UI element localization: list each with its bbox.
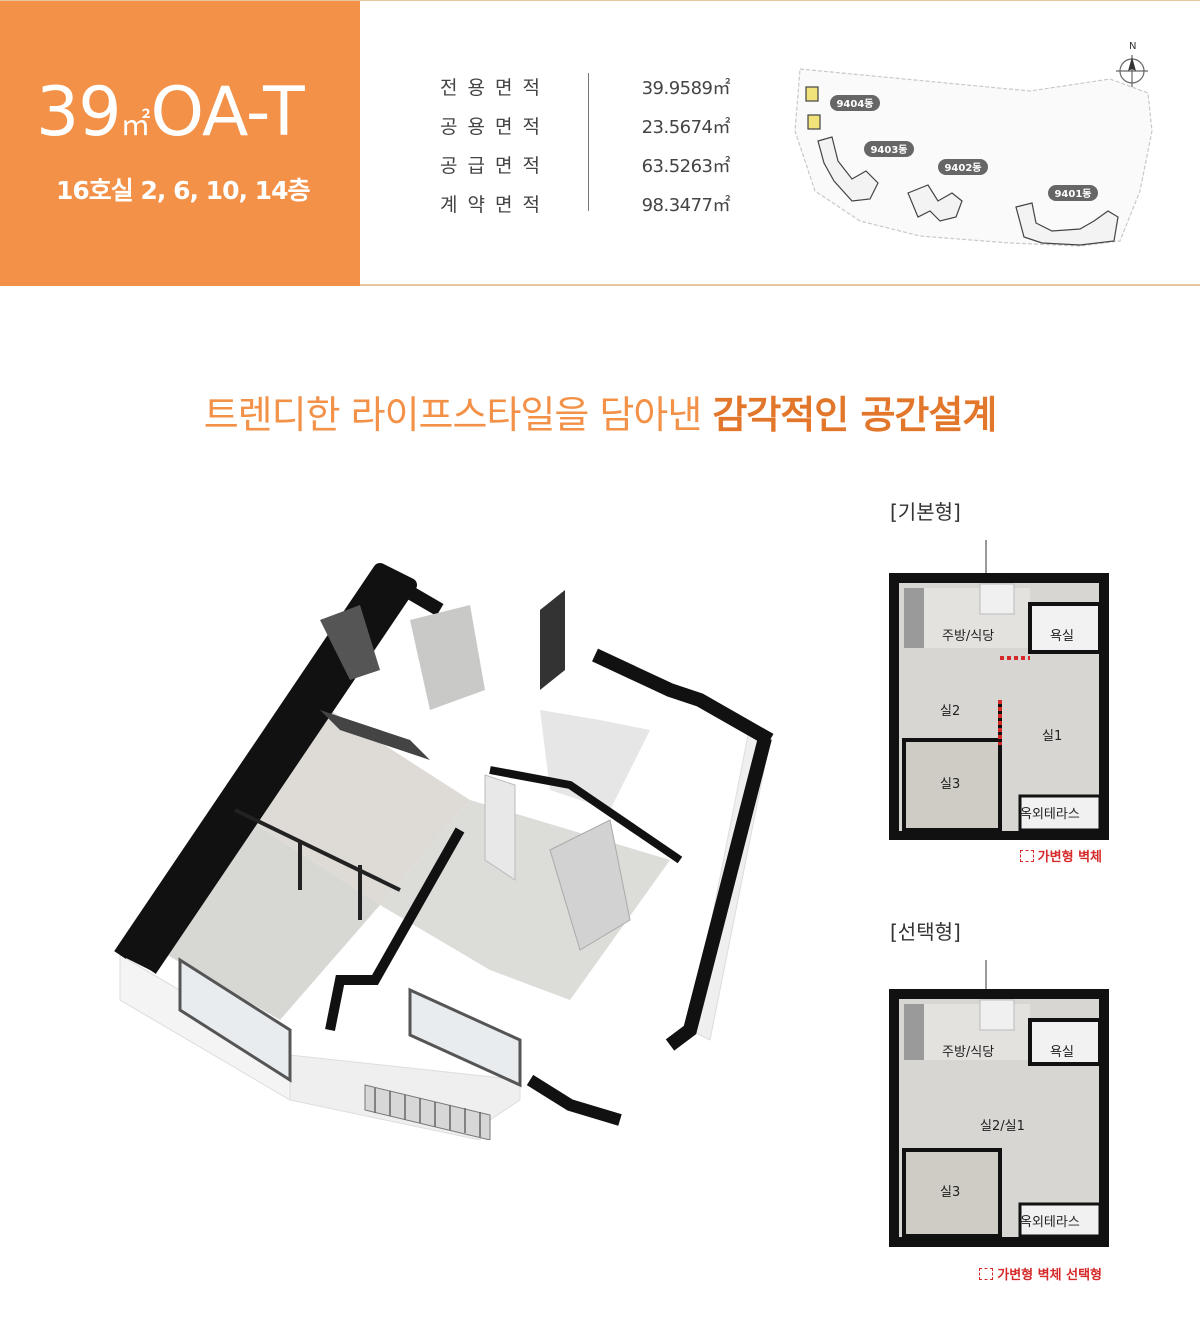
variable-wall-legend: 가변형 벽체 선택형 [979, 1264, 1102, 1283]
isometric-floor-render [114, 563, 774, 1140]
building-highlight [807, 114, 821, 130]
bath-floor [540, 710, 650, 810]
room-label-room21: 실2/실1 [980, 1119, 1025, 1134]
building-label: 9402동 [944, 162, 981, 174]
building-label: 9403동 [870, 144, 907, 156]
room3-floor [150, 820, 380, 1020]
legend-label: 가변형 벽체 [1037, 850, 1102, 865]
north-compass-icon: N [1116, 41, 1148, 87]
unit-type-box: 39㎡OA-T 16호실 2, 6, 10, 14층 [0, 1, 360, 286]
plan-option: [선택형] 주방/식당 욕실 실2/실1 실3 옥외테라스 가변형 벽체 선택형 [880, 910, 1120, 1290]
north-label: N [1129, 41, 1136, 52]
headline: 트렌디한 라이프스타일을 담아낸 감각적인 공간설계 [0, 384, 1200, 439]
plan-basic-drawing: 주방/식당 욕실 실2 실1 실3 옥외테라스 [889, 540, 1109, 840]
room-label-bath: 욕실 [1050, 629, 1074, 644]
building-badge-9403: 9403동 [864, 141, 914, 157]
unit-type-title: 39㎡OA-T [36, 79, 305, 147]
building-highlight [805, 86, 819, 102]
dashed-box-icon [1019, 850, 1034, 862]
plan-option-title: [선택형] [890, 920, 961, 944]
building-outlines [805, 86, 1119, 246]
room-label-room1: 실1 [1042, 729, 1062, 744]
area-value: 23.5674㎡ [641, 116, 731, 138]
area-label: 공용면적 [440, 116, 550, 138]
area-label: 전용면적 [440, 77, 550, 99]
building-badge-9404: 9404동 [830, 95, 880, 111]
area-table: 전용면적 39.9589㎡ 공용면적 23.5674㎡ 공급면적 63.5263… [440, 67, 740, 223]
building-badge-9401: 9401동 [1048, 185, 1098, 201]
area-row: 전용면적 39.9589㎡ [440, 67, 740, 106]
building-label: 9401동 [1054, 188, 1091, 200]
legend-label: 가변형 벽체 선택형 [997, 1268, 1102, 1283]
room-label-terrace: 옥외테라스 [1020, 807, 1080, 822]
room-label-kitchen: 주방/식당 [942, 1045, 994, 1060]
unit-header: 39㎡OA-T 16호실 2, 6, 10, 14층 전용면적 39.9589㎡… [0, 0, 1200, 286]
unit-floors: 16호실 2, 6, 10, 14층 [56, 176, 310, 205]
room-label-room2: 실2 [940, 704, 960, 719]
area-row: 계약면적 98.3477㎡ [440, 184, 740, 223]
area-value: 39.9589㎡ [641, 77, 731, 99]
area-divider [588, 73, 589, 211]
area-label: 계약면적 [440, 194, 550, 216]
area-row: 공급면적 63.5263㎡ [440, 145, 740, 184]
headline-normal: 트렌디한 라이프스타일을 담아낸 [203, 393, 713, 437]
unit-code: OA-T [150, 73, 305, 152]
room-label-terrace: 옥외테라스 [1020, 1215, 1080, 1230]
plan-basic: [기본형] 주방/식당 욕실 실2 실1 실3 옥외테라스 가변형 벽체 [880, 490, 1120, 880]
room-label-kitchen: 주방/식당 [942, 629, 994, 644]
variable-wall-legend: 가변형 벽체 [1019, 846, 1102, 865]
room-label-bath: 욕실 [1050, 1045, 1074, 1060]
unit-size: 39 [36, 73, 122, 152]
plan-option-drawing: 주방/식당 욕실 실2/실1 실3 옥외테라스 [889, 960, 1109, 1247]
room-label-room3: 실3 [940, 777, 960, 792]
building-badge-9402: 9402동 [938, 159, 988, 175]
headline-emphasis: 감각적인 공간설계 [712, 393, 997, 437]
area-value: 98.3477㎡ [641, 194, 731, 216]
site-plan: N 9404동 9403동 9402동 9401동 [794, 41, 1153, 247]
room-label-room3: 실3 [940, 1185, 960, 1200]
kitchen-floor [250, 710, 470, 905]
unit-size-unit: ㎡ [120, 108, 151, 143]
building-label: 9404동 [836, 98, 873, 110]
area-label: 공급면적 [440, 155, 550, 177]
area-value: 63.5263㎡ [641, 155, 731, 177]
area-row: 공용면적 23.5674㎡ [440, 106, 740, 145]
plan-basic-title: [기본형] [890, 500, 961, 524]
dashed-box-icon [979, 1268, 994, 1280]
